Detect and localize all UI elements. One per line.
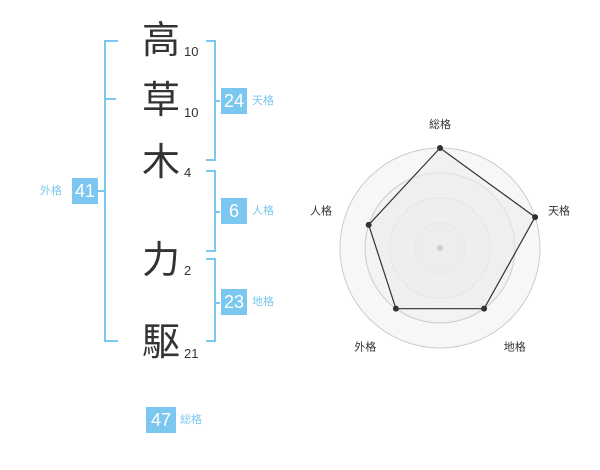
name-char-5: 駆 xyxy=(141,320,180,364)
name-char-1: 高 xyxy=(141,18,180,62)
stroke-count-1: 10 xyxy=(184,44,199,59)
radar-point-2 xyxy=(532,214,539,221)
tenkaku-label: 天格 xyxy=(252,94,274,107)
radar-point-4 xyxy=(392,305,399,312)
gaikaku-value: 41 xyxy=(72,178,98,204)
stroke-count-4: 2 xyxy=(184,263,192,278)
soukaku-value: 47 xyxy=(146,407,176,433)
tenkaku-value: 24 xyxy=(221,88,247,114)
radar-axis-label-2: 天格 xyxy=(548,203,570,217)
chikaku-connector xyxy=(214,302,220,304)
stroke-count-2: 10 xyxy=(184,105,199,120)
jinkaku-value: 6 xyxy=(221,198,247,224)
radar-axis-label-3: 地格 xyxy=(504,340,526,354)
chikaku-label: 地格 xyxy=(252,295,274,308)
gaikaku-connector xyxy=(98,190,104,192)
gaikaku-tick xyxy=(104,98,116,100)
radar-center-dot xyxy=(437,245,443,251)
tenkaku-connector xyxy=(214,100,220,102)
chikaku-bracket xyxy=(206,258,216,342)
radar-axis-label-4: 外格 xyxy=(354,340,376,354)
radar-axis-label-5: 人格 xyxy=(310,203,332,217)
radar-point-3 xyxy=(481,305,488,312)
name-char-2: 草 xyxy=(141,78,180,122)
soukaku-label: 総格 xyxy=(180,413,202,426)
gaikaku-label: 外格 xyxy=(40,184,62,197)
chikaku-value: 23 xyxy=(221,289,247,315)
gaikaku-bracket xyxy=(104,40,118,342)
stroke-count-3: 4 xyxy=(184,165,192,180)
name-char-3: 木 xyxy=(141,140,180,184)
jinkaku-label: 人格 xyxy=(252,204,274,217)
name-stroke-diagram: 高 10 草 10 木 4 力 2 駆 21 24 天格 6 人格 23 地格 … xyxy=(40,18,274,433)
radar-point-1 xyxy=(437,145,443,151)
jinkaku-connector xyxy=(214,211,220,213)
radar-axis-label-1: 総格 xyxy=(429,117,451,131)
radar-point-5 xyxy=(365,221,372,228)
stroke-count-5: 21 xyxy=(184,346,199,361)
name-char-4: 力 xyxy=(141,238,180,282)
radar-series-area xyxy=(367,147,536,310)
